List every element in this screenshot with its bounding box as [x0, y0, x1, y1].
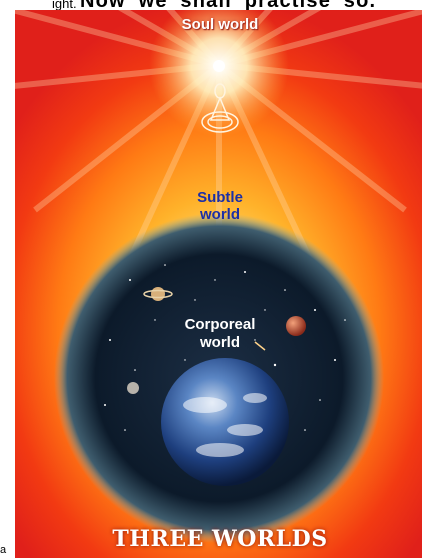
- soul-world-label: Soul world: [181, 16, 259, 33]
- moon-icon: [127, 382, 139, 394]
- saturn-icon: [143, 287, 173, 301]
- earth-icon: [161, 358, 289, 486]
- subtle-figure-icon: [201, 83, 239, 133]
- comet-icon: [254, 341, 266, 351]
- left-fragment: a: [0, 544, 7, 556]
- soul-world-glow: [149, 10, 289, 136]
- earth-clouds: [183, 393, 267, 457]
- soul-point: [213, 60, 225, 72]
- poster-title: THREE WORLDS: [112, 526, 328, 552]
- header-line: Now we shall practise so.: [80, 0, 377, 12]
- cropped-header-text: ight. Now we shall practise so.: [0, 0, 423, 12]
- header-fragment: ight.: [52, 0, 77, 11]
- stars: [104, 264, 346, 431]
- poster-artwork: [15, 10, 422, 543]
- jupiter-icon: [286, 316, 306, 336]
